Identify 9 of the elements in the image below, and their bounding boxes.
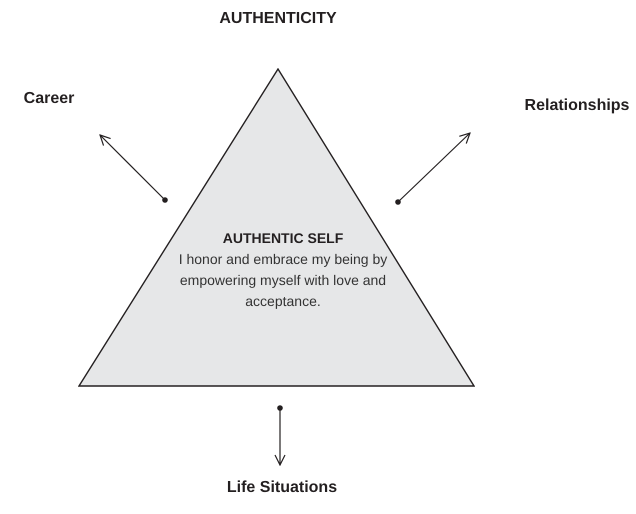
label-text: Relationships [520,97,634,119]
description: I honor and embrace my being by empowering myself with love and acceptance. [178,250,388,311]
label-text: Life Situations [215,479,349,501]
arrow [99,134,168,203]
label-text: Career [12,90,86,112]
label-text: AUTHENTICITY [218,10,338,32]
arrow [395,132,471,205]
arrow [274,405,286,466]
heading: AUTHENTIC SELF [222,229,344,248]
